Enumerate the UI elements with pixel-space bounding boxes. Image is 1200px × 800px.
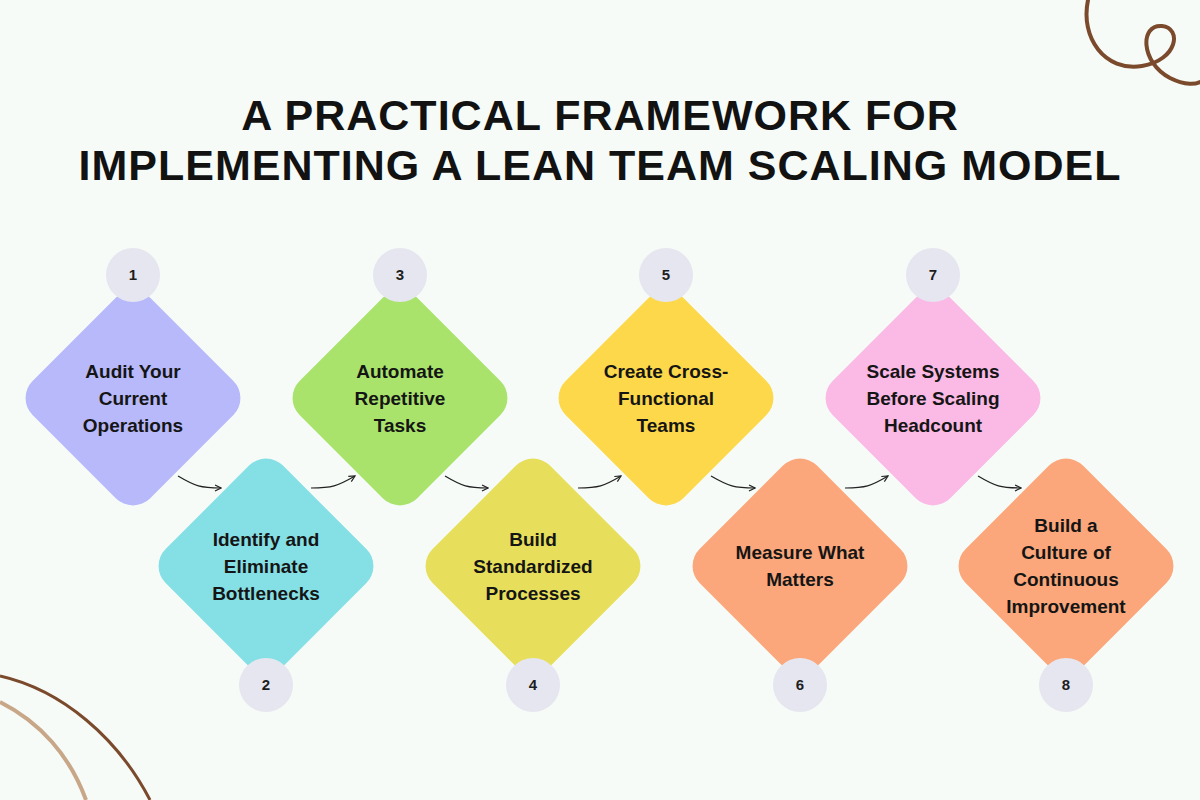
step-label: Identify and Eliminate Bottlenecks [192, 526, 340, 607]
step-label: Measure What Matters [726, 539, 874, 593]
step-number: 7 [906, 248, 960, 302]
diamond-shape [948, 448, 1184, 684]
step-diamond: 4Build Standardized Processes [415, 448, 651, 684]
flow-arrow [711, 476, 755, 488]
diamond-fill [416, 449, 651, 684]
diamond-fill [16, 281, 251, 516]
flow-arrow [578, 476, 621, 488]
diamond-fill [683, 449, 918, 684]
curve-decoration [0, 702, 86, 800]
flow-arrow [978, 476, 1021, 488]
step-label: Audit Your Current Operations [59, 358, 207, 439]
flow-arrow [178, 476, 221, 488]
step-number: 1 [106, 248, 160, 302]
flow-arrow [311, 476, 355, 488]
step-diamond: 1Audit Your Current Operations [15, 280, 251, 516]
swirl-decoration [1087, 0, 1200, 84]
step-label: Scale Systems Before Scaling Headcount [859, 358, 1007, 439]
step-number: 5 [639, 248, 693, 302]
diamond-shape [682, 448, 918, 684]
step-number: 3 [373, 248, 427, 302]
step-number: 6 [773, 658, 827, 712]
diamond-fill [283, 281, 518, 516]
step-label: Automate Repetitive Tasks [330, 358, 470, 439]
step-number: 2 [239, 658, 293, 712]
step-diamond: 8Build a Culture of Continuous Improveme… [948, 448, 1184, 684]
step-diamond: 6Measure What Matters [682, 448, 918, 684]
flow-arrow [845, 476, 888, 488]
diamond-fill [816, 281, 1051, 516]
diamond-fill [149, 449, 384, 684]
step-diamond: 7Scale Systems Before Scaling Headcount [815, 280, 1051, 516]
step-diamond: 3Automate Repetitive Tasks [282, 280, 518, 516]
diamond-fill [549, 281, 784, 516]
step-number: 8 [1039, 658, 1093, 712]
diagram-title: A PRACTICAL FRAMEWORK FOR IMPLEMENTING A… [70, 90, 1130, 190]
diamond-fill [949, 449, 1184, 684]
step-number: 4 [506, 658, 560, 712]
step-label: Build Standardized Processes [459, 526, 607, 607]
flow-arrow [445, 476, 488, 488]
step-label: Create Cross-Functional Teams [592, 358, 740, 439]
curve-decoration [0, 676, 150, 800]
step-label: Build a Culture of Continuous Improvemen… [1002, 512, 1130, 620]
step-diamond: 5Create Cross-Functional Teams [548, 280, 784, 516]
step-diamond: 2Identify and Eliminate Bottlenecks [148, 448, 384, 684]
